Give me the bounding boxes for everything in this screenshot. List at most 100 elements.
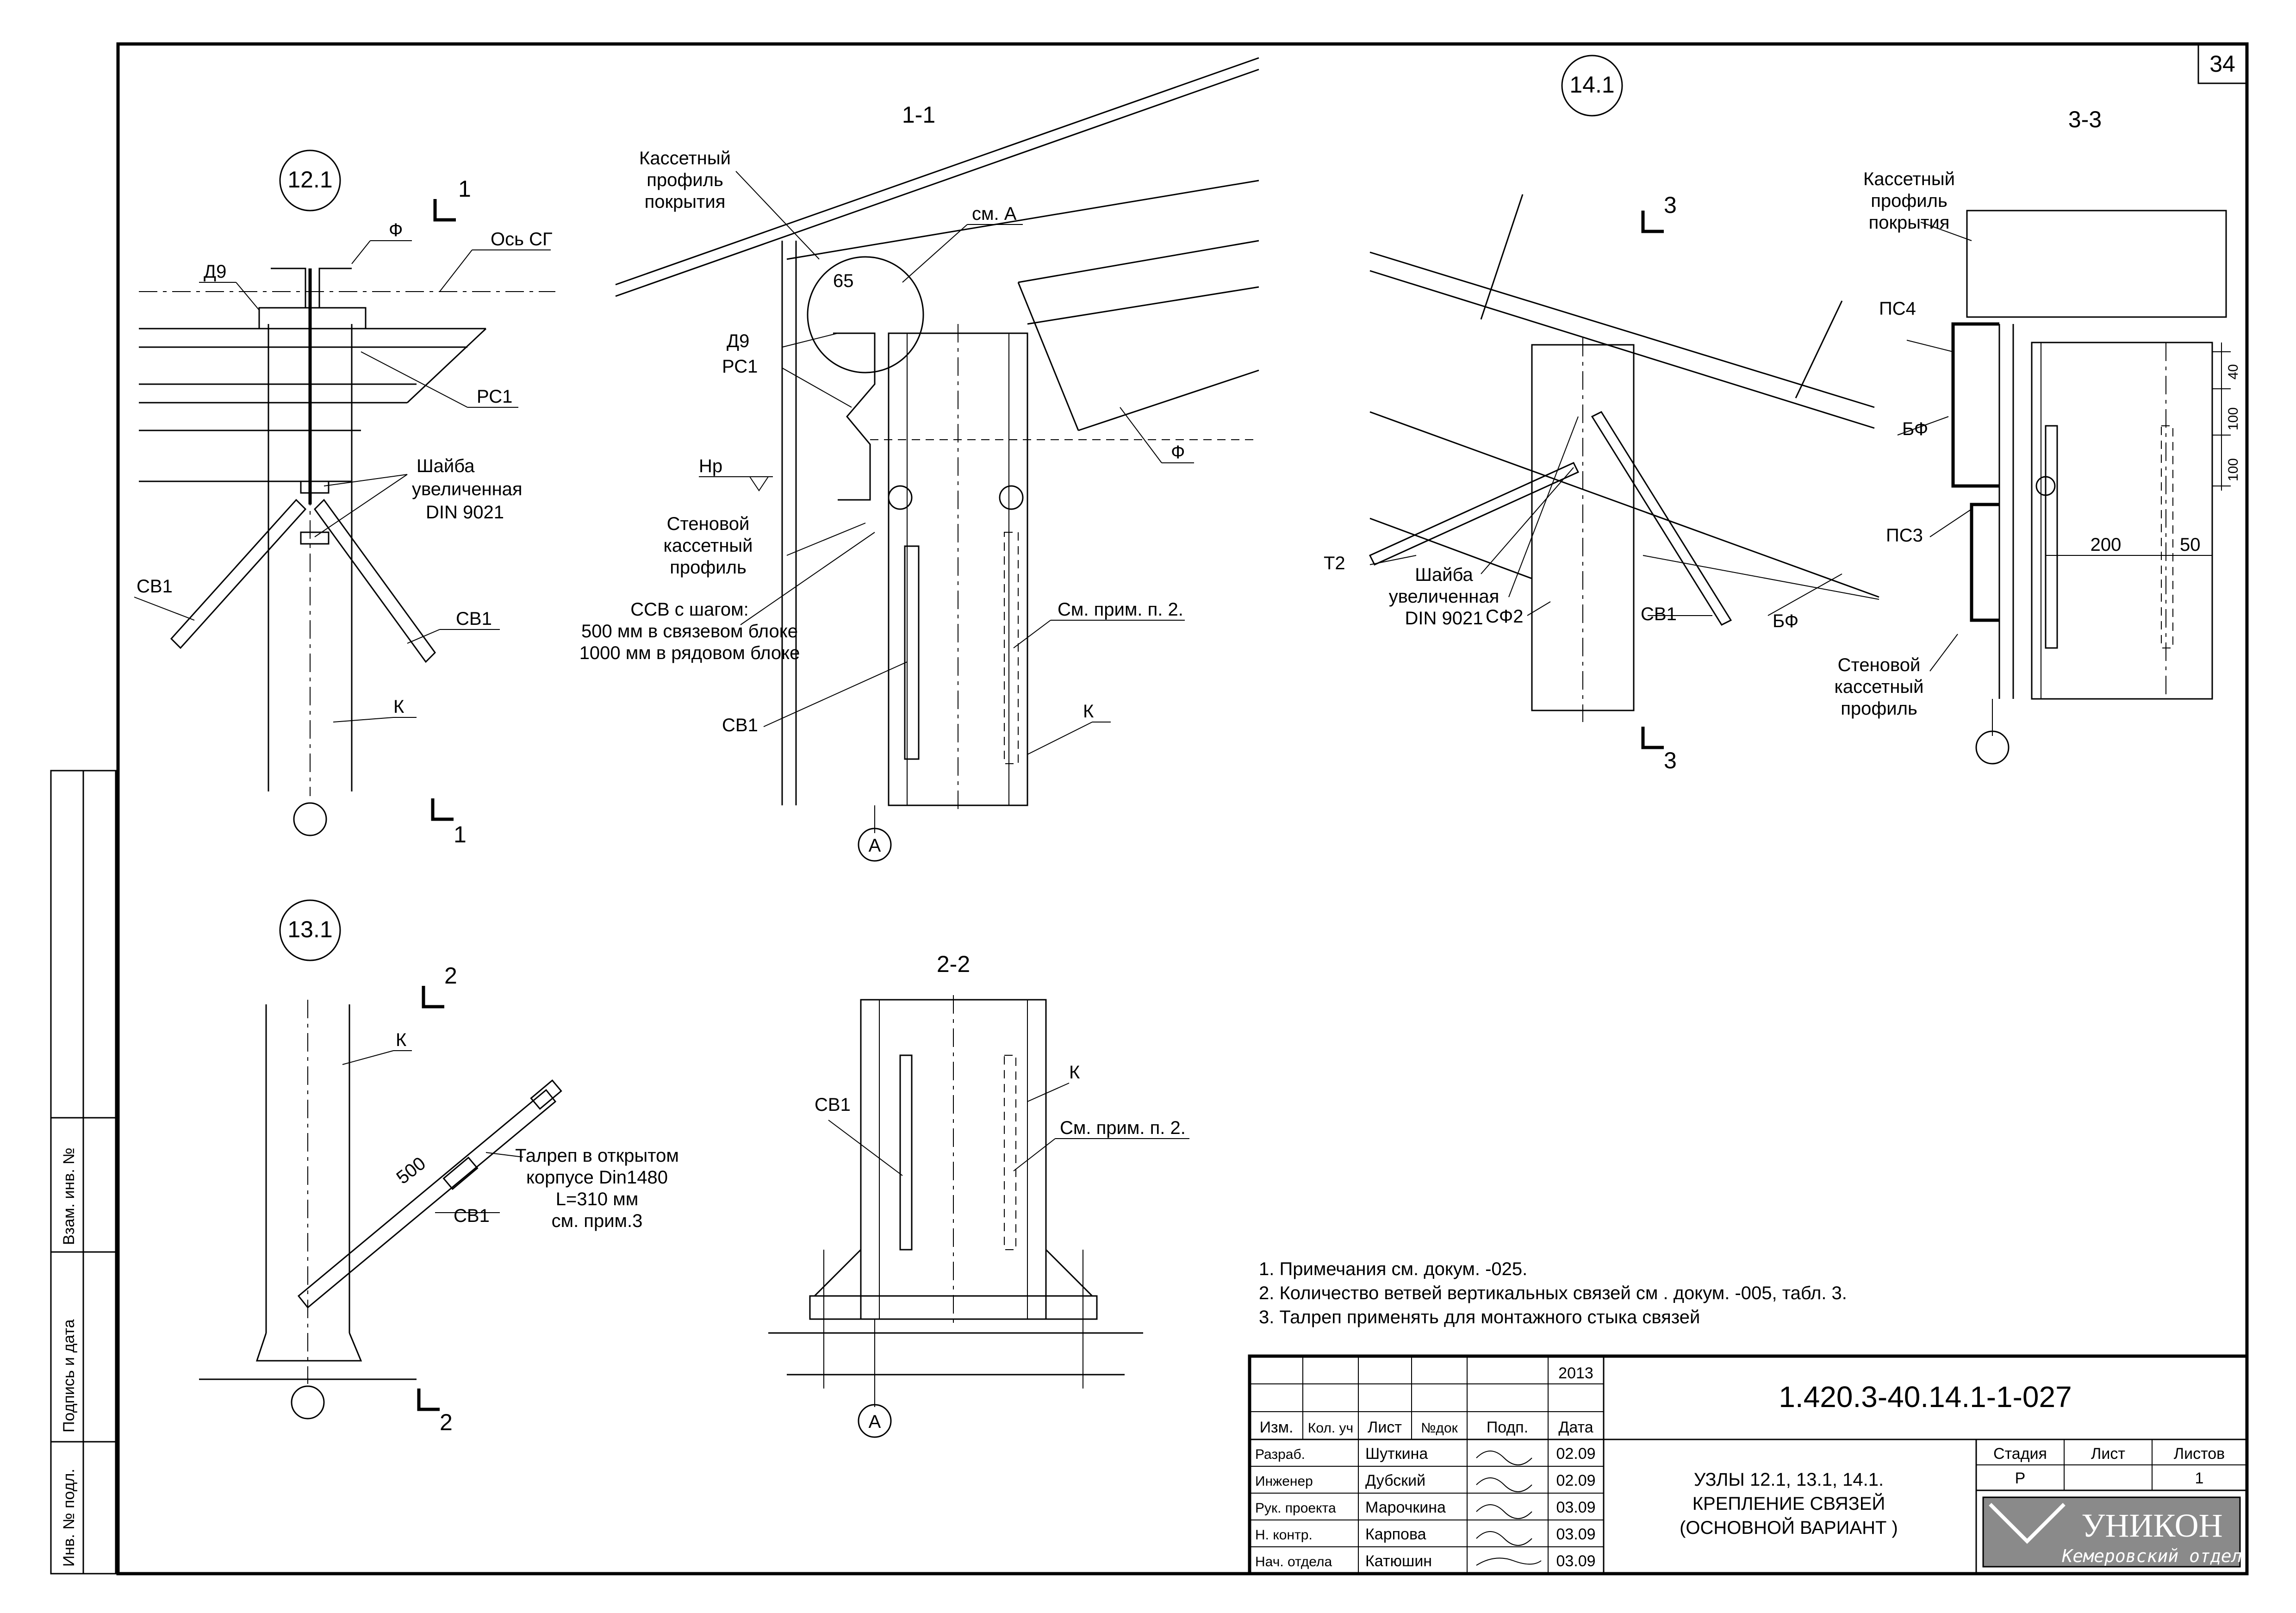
cut-mark-2-top: 2 — [444, 963, 457, 989]
s11-roof-3: покрытия — [645, 192, 726, 212]
n121-washer-2: увеличенная — [412, 479, 523, 499]
tb-doc-code: 1.420.3-40.14.1-1-027 — [1779, 1380, 2072, 1414]
n141-cb1: СВ1 — [1641, 604, 1677, 624]
s33-roof-2: профиль — [1871, 191, 1948, 211]
n121-axis: Ось СГ — [491, 229, 553, 249]
n121-cb1-left: СВ1 — [137, 576, 173, 597]
node-marker-12-1-label: 12.1 — [287, 167, 332, 193]
tb-h-kol: Кол. уч — [1308, 1420, 1353, 1436]
s11-k: К — [1083, 701, 1094, 722]
s11-ssv-1: ССВ с шагом: — [630, 599, 749, 620]
n131-k: К — [396, 1030, 407, 1050]
s33-wall-2: кассетный — [1834, 677, 1923, 697]
company-department: Кемеровский отдел — [2062, 1546, 2242, 1566]
s11-ssv-3: 1000 мм в рядовом блоке — [579, 643, 800, 663]
s11-ssv-2: 500 мм в связевом блоке — [581, 621, 798, 641]
sheet-number: 34 — [2209, 51, 2235, 77]
n131-tb-1: Талреп в открытом — [515, 1146, 679, 1166]
n121-d9: Д9 — [204, 262, 226, 282]
tb-h-list: Лист — [1368, 1419, 1402, 1436]
s11-hr: Нр — [699, 456, 722, 476]
n141-washer-1: Шайба — [1415, 565, 1473, 585]
company-logo — [1982, 1496, 2241, 1568]
tb-year: 2013 — [1558, 1364, 1593, 1382]
n121-rc1: РС1 — [477, 386, 512, 407]
node-14-1: 14.1 3 3 Т2 Шайба увеличенная DIN 9021 С… — [1324, 55, 1879, 773]
n131-tb-3: L=310 мм — [556, 1189, 638, 1209]
section-2-2: 2-2 А СВ1 К См. прим. п. 2. — [768, 951, 1189, 1438]
s33-ps3: ПС3 — [1886, 525, 1923, 546]
n121-f: Ф — [389, 220, 403, 240]
tb-name-1: Дубский — [1365, 1472, 1425, 1489]
n121-washer-1: Шайба — [417, 456, 475, 476]
tb-name-3: Карпова — [1365, 1526, 1426, 1543]
tb-h-ndok: №док — [1421, 1420, 1458, 1436]
title-block: 2013 Изм. Кол. уч Лист №док Подп. Дата Р… — [1248, 1354, 2249, 1576]
node-12-1: 12.1 1 1 — [134, 149, 555, 847]
s11-rc1: РС1 — [722, 356, 758, 377]
s33-bf: БФ — [1902, 419, 1928, 439]
tb-role-2: Рук. проекта — [1255, 1501, 1336, 1516]
tb-date-0: 02.09 — [1556, 1445, 1595, 1463]
side-stamp: Взам. инв. № Подпись и дата Инв. № подл. — [50, 770, 117, 1575]
s11-d9: Д9 — [727, 331, 749, 351]
n141-bf: БФ — [1773, 611, 1798, 631]
tb-date-3: 03.09 — [1556, 1526, 1595, 1543]
n141-sf2: СФ2 — [1486, 606, 1524, 627]
s33-d100b: 100 — [2226, 458, 2241, 481]
s11-roof-2: профиль — [647, 170, 723, 190]
tb-sheets-header: Листов — [2174, 1445, 2225, 1463]
sheet-frame — [116, 42, 2249, 1576]
s22-cb1: СВ1 — [815, 1095, 851, 1115]
n121-cb1-right: СВ1 — [456, 609, 492, 629]
s22-k: К — [1069, 1062, 1080, 1083]
s33-wall-3: профиль — [1841, 698, 1917, 719]
node-marker-13-1-label: 13.1 — [287, 916, 332, 942]
cut-mark-3-top: 3 — [1664, 192, 1677, 218]
cut-mark-1-top: 1 — [458, 176, 471, 202]
s11-f: Ф — [1171, 442, 1185, 462]
tb-sheet-header: Лист — [2091, 1445, 2125, 1463]
note-1: 1. Примечания см. докум. -025. — [1259, 1259, 1527, 1279]
tb-stage-header: Стадия — [1993, 1445, 2047, 1463]
cut-mark-2-bottom: 2 — [440, 1409, 453, 1435]
n121-washer-3: DIN 9021 — [426, 502, 504, 523]
s11-title: 1-1 — [902, 102, 935, 128]
section-3-3: 3-3 Кассетный профиль покрытия — [1834, 106, 2241, 765]
tb-title-2: КРЕПЛЕНИЕ СВЯЗЕЙ — [1692, 1493, 1885, 1514]
sheet-number-box — [2197, 43, 2248, 84]
s33-roof-1: Кассетный — [1863, 169, 1955, 189]
stamp-vzam: Взам. инв. № — [60, 1147, 78, 1245]
s11-cb1: СВ1 — [722, 715, 758, 735]
tb-role-0: Разраб. — [1255, 1447, 1305, 1462]
s33-ps4: ПС4 — [1879, 299, 1916, 319]
node-marker-12-1 — [279, 149, 341, 212]
tb-role-3: Н. контр. — [1255, 1527, 1313, 1543]
tb-stage: Р — [2015, 1470, 2026, 1487]
node-marker-14-1-label: 14.1 — [1569, 72, 1614, 98]
s33-d100a: 100 — [2226, 407, 2241, 430]
node-marker-14-1 — [1561, 55, 1623, 117]
cut-mark-1-bottom: 1 — [454, 822, 467, 847]
node-13-1: 13.1 2 2 К 500 Талреп в открытом корпусе… — [199, 899, 679, 1435]
section-1-1: 1-1 А — [579, 57, 1259, 862]
tb-role-1: Инженер — [1255, 1474, 1313, 1489]
tb-name-2: Марочкина — [1365, 1499, 1446, 1516]
tb-sheets: 1 — [2195, 1470, 2204, 1487]
n121-k: К — [393, 697, 404, 717]
note-2: 2. Количество ветвей вертикальных связей… — [1259, 1283, 1847, 1303]
s11-wall-3: профиль — [670, 557, 747, 578]
n131-dim: 500 — [392, 1153, 429, 1188]
s11-see-a: см. А — [972, 204, 1017, 224]
tb-title-1: УЗЛЫ 12.1, 13.1, 14.1. — [1694, 1470, 1884, 1490]
tb-name-4: Катюшин — [1365, 1552, 1432, 1570]
n131-tb-2: корпусе Din1480 — [526, 1167, 668, 1188]
tb-date-1: 02.09 — [1556, 1472, 1595, 1489]
cut-mark-3-bottom: 3 — [1664, 747, 1677, 773]
s33-d50: 50 — [2180, 535, 2201, 555]
n141-t2: Т2 — [1324, 553, 1345, 573]
note-3: 3. Талреп применять для монтажного стыка… — [1259, 1307, 1700, 1327]
company-name: УНИКОН — [2081, 1507, 2222, 1544]
s33-title: 3-3 — [2068, 106, 2102, 132]
